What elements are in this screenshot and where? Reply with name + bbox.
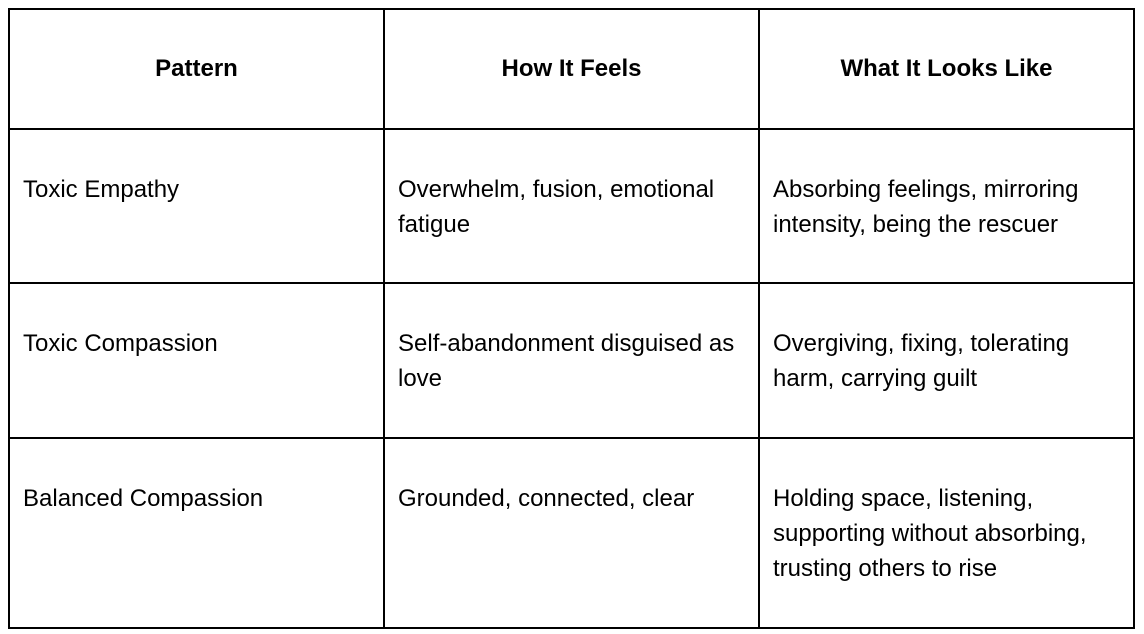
cell-pattern: Toxic Empathy — [8, 128, 385, 284]
cell-what-it-looks-like: Absorbing feelings, mirroring intensity,… — [758, 128, 1135, 284]
cell-what-it-looks-like: Overgiving, fixing, tolerating harm, car… — [758, 282, 1135, 439]
table-row: Toxic Empathy Overwhelm, fusion, emotion… — [8, 128, 1135, 284]
cell-how-it-feels: Grounded, connected, clear — [383, 437, 760, 629]
cell-how-it-feels: Overwhelm, fusion, emotional fatigue — [383, 128, 760, 284]
cell-pattern: Toxic Compassion — [8, 282, 385, 439]
table-header-row: Pattern How It Feels What It Looks Like — [8, 8, 1135, 130]
table-row: Toxic Compassion Self-abandonment disgui… — [8, 282, 1135, 439]
cell-pattern: Balanced Compassion — [8, 437, 385, 629]
cell-how-it-feels: Self-abandonment disguised as love — [383, 282, 760, 439]
pattern-comparison-table: Pattern How It Feels What It Looks Like … — [8, 8, 1135, 629]
header-how-it-feels: How It Feels — [383, 8, 760, 130]
header-pattern: Pattern — [8, 8, 385, 130]
cell-what-it-looks-like: Holding space, listening, supporting wit… — [758, 437, 1135, 629]
header-what-it-looks-like: What It Looks Like — [758, 8, 1135, 130]
table-row: Balanced Compassion Grounded, connected,… — [8, 437, 1135, 629]
